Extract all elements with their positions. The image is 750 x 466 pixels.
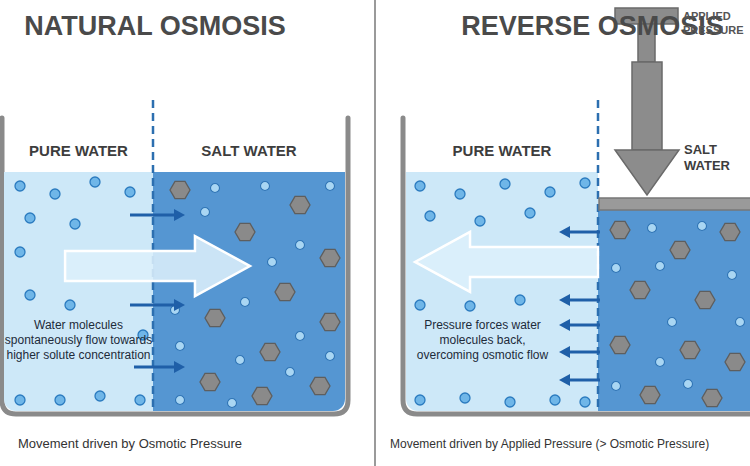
flow-note: Pressure forces water molecules back, ov… <box>410 318 555 363</box>
pure-water-chamber: PURE WATER Water molecules spontaneously … <box>4 138 153 411</box>
chamber-label: PURE WATER <box>4 142 153 161</box>
flow-note: Water molecules spontaneously flow towar… <box>4 318 153 363</box>
pressure-arrow <box>632 62 662 150</box>
salt-water-chamber: SALT WATER <box>153 138 345 411</box>
caption: Movement driven by Applied Pressure (> O… <box>390 437 750 452</box>
chamber-label: SALT WATER <box>684 142 746 175</box>
chamber-label: SALT WATER <box>153 142 345 161</box>
caption: Movement driven by Osmotic Pressure <box>18 436 363 452</box>
panel-divider <box>374 0 376 466</box>
beaker-wall <box>2 118 348 414</box>
beaker-panel: NATURAL OSMOSIS PURE WATER Water molecules… <box>0 0 350 420</box>
pure-water-chamber: PURE WATER Pressure forces water molecule… <box>406 138 598 411</box>
beaker-panel: REVERSE OSMOSISPURE WATERPressure forces… <box>395 0 750 420</box>
force-label: APPLIED PRESSURE <box>683 10 749 38</box>
beaker-wall <box>403 118 750 414</box>
salt-water-chamber: SALT WATER <box>598 138 750 411</box>
chamber-label: PURE WATER <box>406 142 598 161</box>
panel-title: NATURAL OSMOSIS <box>0 10 310 44</box>
